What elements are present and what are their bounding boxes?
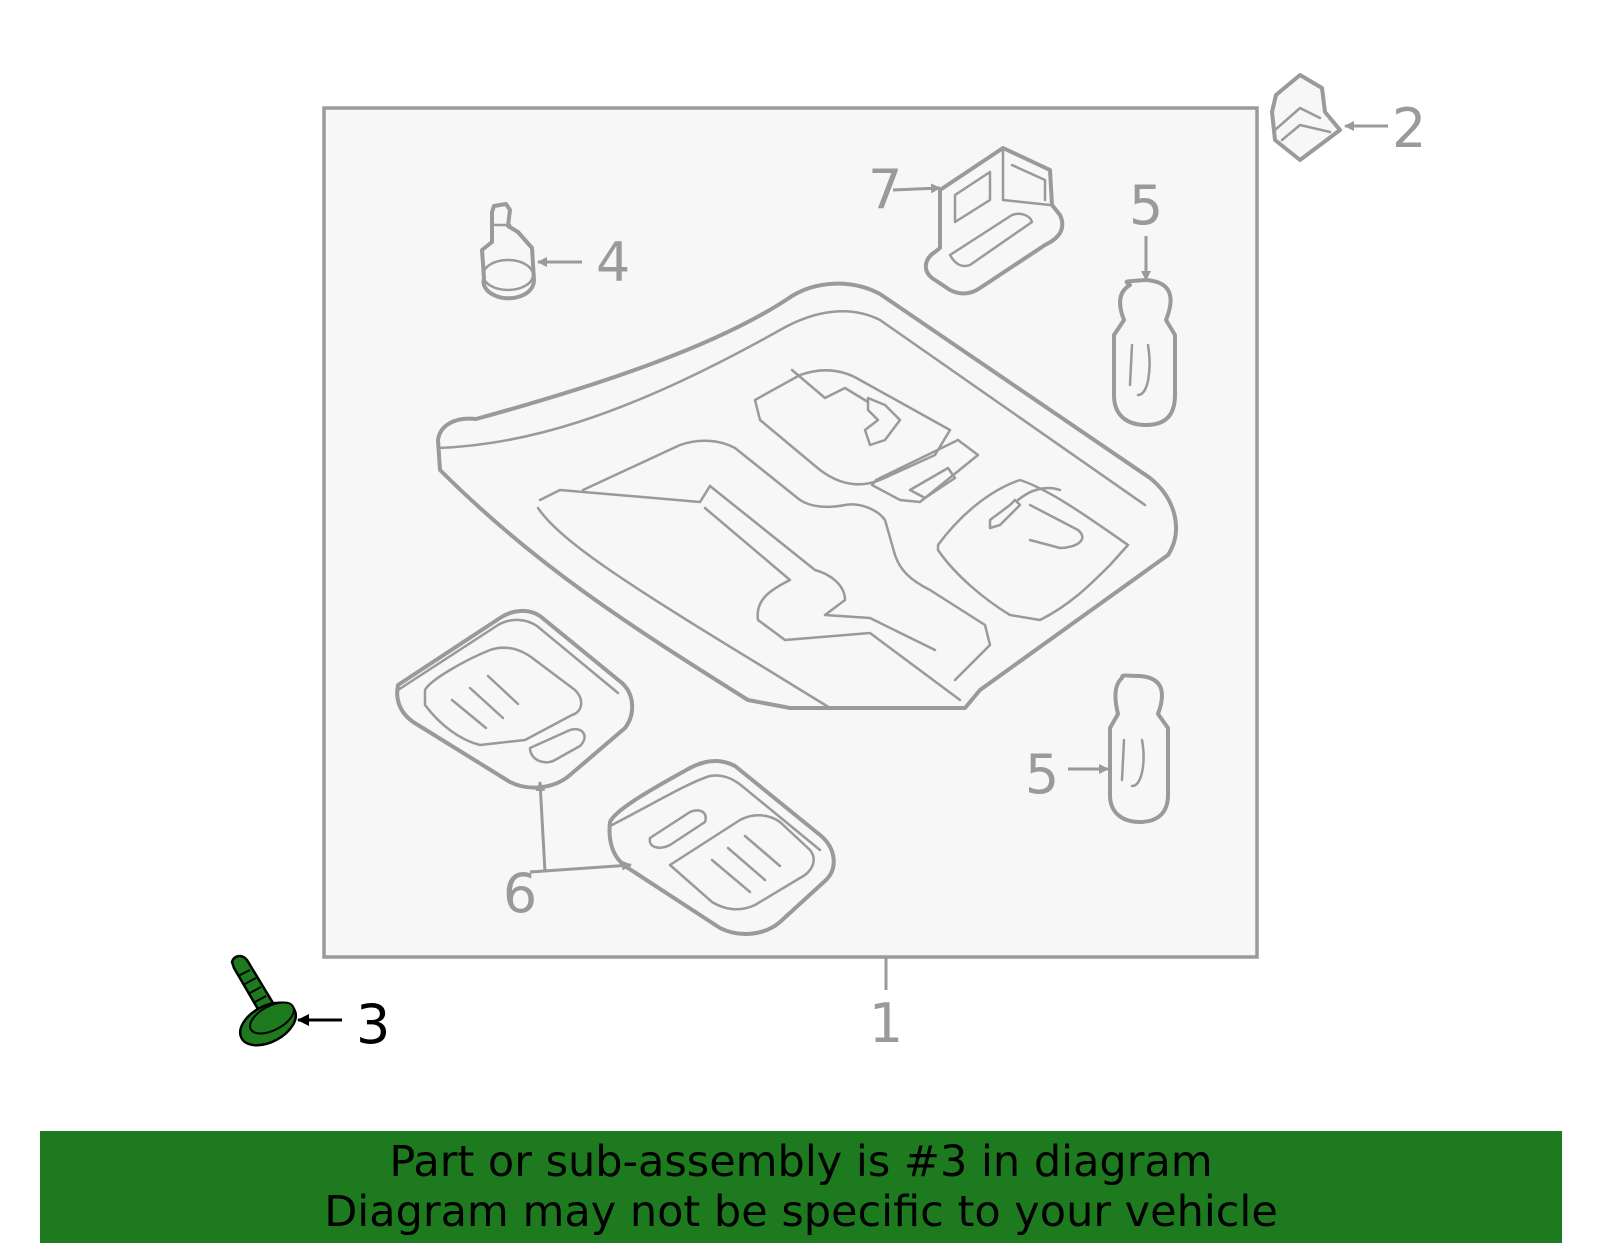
notice-banner: Part or sub-assembly is #3 in diagram Di… <box>40 1131 1562 1243</box>
callout-4: 4 <box>596 231 630 294</box>
leader-6 <box>529 860 632 874</box>
callout-7: 7 <box>868 158 902 221</box>
part-7-clip <box>923 146 1065 296</box>
part-5-bulb-top <box>1112 278 1177 427</box>
banner-line-1: Part or sub-assembly is #3 in diagram <box>389 1137 1213 1187</box>
overhead-console <box>436 281 1178 710</box>
part-5-bulb-bottom <box>1108 673 1170 824</box>
part-6-lamp-lower <box>607 759 836 936</box>
part-2-clip <box>1270 73 1342 162</box>
banner-line-2: Diagram may not be specific to your vehi… <box>324 1187 1278 1237</box>
callout-1: 1 <box>869 992 903 1055</box>
leader-6b <box>535 781 547 873</box>
callout-3: 3 <box>356 993 390 1056</box>
part-3-screw <box>230 954 298 1047</box>
leader-7 <box>892 183 941 194</box>
callout-2: 2 <box>1392 97 1426 160</box>
part-4-pin <box>480 202 536 301</box>
callout-6: 6 <box>503 862 537 925</box>
callout-5-top: 5 <box>1129 174 1163 237</box>
part-6-lamp-upper <box>395 609 635 790</box>
callout-5-bottom: 5 <box>1025 743 1059 806</box>
